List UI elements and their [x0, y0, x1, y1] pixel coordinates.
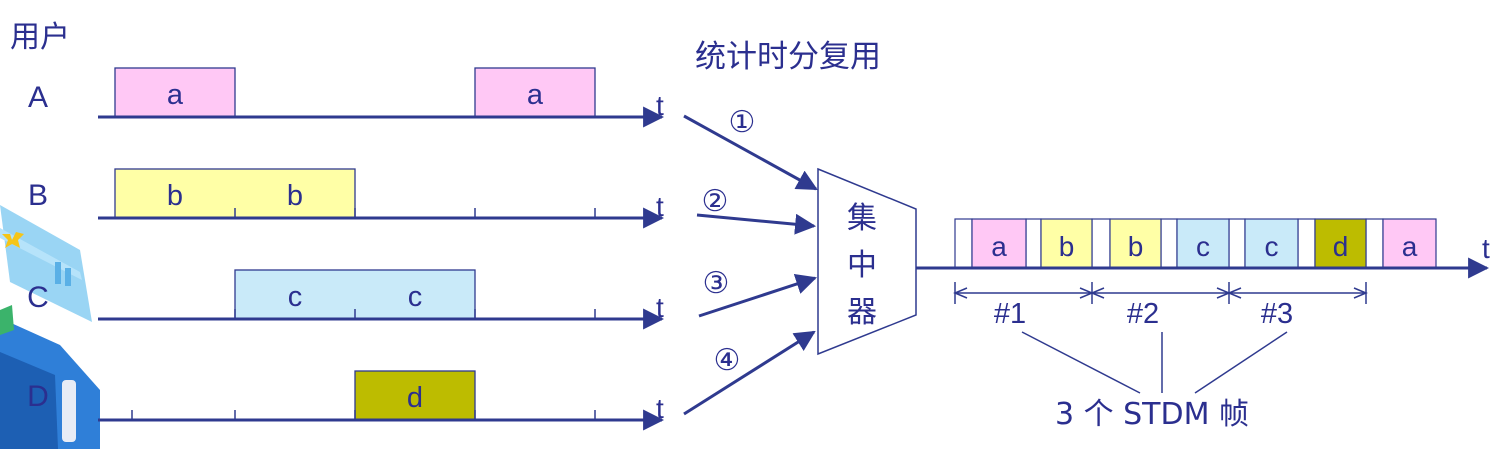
output-slot-label: a [1402, 231, 1418, 262]
chart-card-icon [0, 205, 92, 322]
output-slot-label: d [1333, 231, 1349, 262]
output-slot-1 [971, 218, 1027, 269]
frame-label-1: #1 [994, 298, 1026, 330]
frame-gap [1297, 218, 1316, 269]
block-label-b: b [287, 180, 303, 212]
output-slot-label: c [1196, 231, 1210, 262]
time-symbol-d: t [656, 393, 664, 424]
time-symbol-b: t [656, 191, 664, 222]
output-slot-label: b [1059, 231, 1075, 262]
frame-arrow-left [953, 287, 968, 299]
input-lines: ① ② ③ ④ [683, 105, 818, 416]
output-slot-label: b [1128, 231, 1144, 262]
block-label-a: a [167, 79, 184, 111]
input-label-2: ② [702, 184, 729, 219]
frame-label-3: #3 [1261, 298, 1293, 330]
data-block-d-1 [354, 370, 476, 421]
output-slot-label: a [991, 231, 1007, 262]
time-symbol-c: t [656, 292, 664, 323]
frame-gap [1025, 218, 1042, 269]
output-slot-3 [1109, 218, 1162, 269]
concentrator-label-1: 集 [847, 201, 877, 236]
block-label-b: b [167, 180, 183, 212]
frame-gap [1365, 218, 1384, 269]
cylinder-card-icon [0, 305, 100, 449]
input-line-1 [683, 114, 818, 191]
input-label-3: ③ [703, 266, 730, 301]
time-symbol-a: t [656, 90, 664, 121]
concentrator-label-2: 中 [847, 248, 877, 283]
user-label-b: B [28, 179, 48, 212]
block-label-c: c [288, 281, 303, 313]
frame-arrow-left [1227, 287, 1242, 299]
user-label-d: D [27, 380, 49, 413]
user-label-a: A [28, 81, 48, 114]
stdm-title: 统计时分复用 [695, 39, 881, 75]
output-slot-7 [1382, 218, 1437, 269]
frame-pointer-line [1021, 331, 1141, 394]
concentrator-trapezoid [817, 167, 917, 356]
stdm-output-stream: a b b c c d a t #1 #2 #3 [916, 218, 1490, 394]
frames-caption: 3 个 STDM 帧 [1055, 397, 1249, 432]
output-time-symbol: t [1482, 233, 1490, 264]
concentrator: 集 中 器 [817, 167, 917, 356]
frame-gap [1091, 218, 1111, 269]
output-slot-4 [1176, 218, 1230, 269]
frame-gap [954, 218, 973, 269]
users-header: 用户 [10, 20, 70, 55]
frame-gap [1228, 218, 1246, 269]
concentrator-label-3: 器 [847, 295, 877, 330]
frame-arrow-right [1353, 287, 1368, 299]
block-label-d: d [407, 382, 423, 414]
input-label-4: ④ [714, 343, 741, 378]
user-label-c: C [27, 281, 49, 314]
input-line-3 [698, 273, 817, 318]
decorative-app-icons [0, 205, 100, 449]
output-slot-label: c [1265, 231, 1279, 262]
frame-label-2: #2 [1127, 298, 1159, 330]
frame-pointer-line [1194, 331, 1288, 394]
data-block-a-2 [474, 67, 596, 118]
frame-arrow-left [1090, 287, 1105, 299]
block-label-c: c [408, 281, 423, 313]
block-label-a: a [527, 79, 544, 111]
input-line-4 [683, 330, 816, 416]
input-line-2 [696, 213, 817, 235]
output-slot-2 [1040, 218, 1093, 269]
input-label-1: ① [729, 105, 756, 140]
data-block-a-1 [114, 67, 236, 118]
frame-gap [1160, 218, 1178, 269]
